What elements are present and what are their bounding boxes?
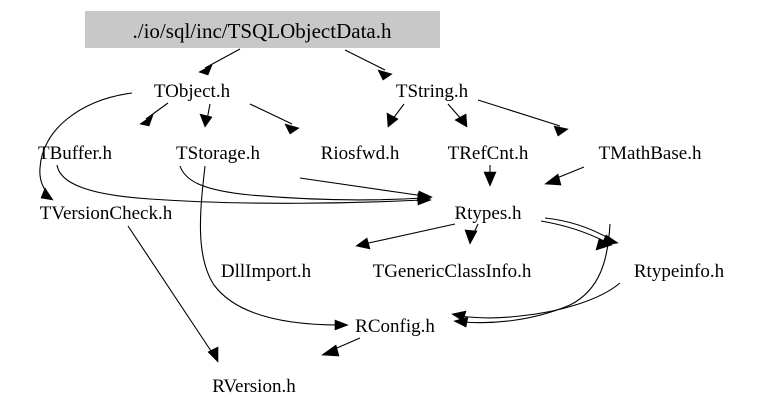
- node-tversioncheck[interactable]: TVersionCheck.h: [40, 203, 173, 224]
- edge-root-to-tobject: [198, 48, 241, 76]
- edge-tbuffer-to-rtypes: [56, 164, 432, 206]
- node-rtypes[interactable]: Rtypes.h: [454, 203, 522, 224]
- edge-rtypes-to-dllimport: [355, 223, 456, 250]
- node-root[interactable]: ./io/sql/inc/TSQLObjectData.h: [85, 11, 440, 48]
- node-tgenericclassinfo[interactable]: TGenericClassInfo.h: [373, 261, 532, 282]
- node-riosfwd[interactable]: Riosfwd.h: [321, 143, 400, 164]
- node-tmathbase[interactable]: TMathBase.h: [599, 143, 702, 164]
- edge-rtypeinfo-to-rconfig: [451, 282, 621, 322]
- edge-tversioncheck-to-rversion: [127, 225, 219, 363]
- edge-tobject-to-tbuffer: [139, 102, 169, 127]
- edge-rtypes-to-tgeneric: [464, 223, 479, 245]
- edge-trefcnt-to-rtypes: [483, 165, 497, 187]
- edge-tobject-to-tstorage: [199, 103, 213, 128]
- node-dllimport[interactable]: DllImport.h: [221, 261, 312, 282]
- edge-rtypeinfo-to-rtypes: [544, 217, 619, 247]
- edge-layer: [39, 48, 621, 363]
- node-tstorage[interactable]: TStorage.h: [176, 143, 260, 164]
- node-trefcnt[interactable]: TRefCnt.h: [448, 143, 529, 164]
- node-rversion[interactable]: RVersion.h: [212, 376, 296, 397]
- edge-tobject-to-tversioncheck: [39, 92, 133, 201]
- edge-rconfig-to-rversion: [321, 337, 361, 357]
- root-node-box: [85, 11, 440, 48]
- node-rconfig[interactable]: RConfig.h: [355, 316, 435, 337]
- edge-tstorage-to-rtypes: [179, 165, 432, 204]
- node-layer: ./io/sql/inc/TSQLObjectData.h TObject.h …: [38, 11, 725, 397]
- edge-tstring-to-trefcnt: [447, 103, 468, 128]
- node-tstring[interactable]: TString.h: [396, 81, 469, 102]
- edge-tmathbase-to-rtypes: [544, 166, 585, 186]
- edge-root-to-tstring: [344, 49, 393, 81]
- edge-riosfwd-to-rtypes: [299, 177, 433, 202]
- edge-tstring-to-tmathbase: [477, 99, 569, 137]
- node-tobject[interactable]: TObject.h: [154, 81, 231, 102]
- edge-tstring-to-riosfwd: [386, 103, 405, 128]
- node-tbuffer[interactable]: TBuffer.h: [38, 143, 113, 164]
- root-node-label: ./io/sql/inc/TSQLObjectData.h: [133, 19, 392, 43]
- edge-tobject-to-riosfwd: [249, 103, 300, 135]
- edge-tstorage-to-rconfig: [199, 165, 349, 331]
- node-rtypeinfo[interactable]: Rtypeinfo.h: [634, 261, 725, 282]
